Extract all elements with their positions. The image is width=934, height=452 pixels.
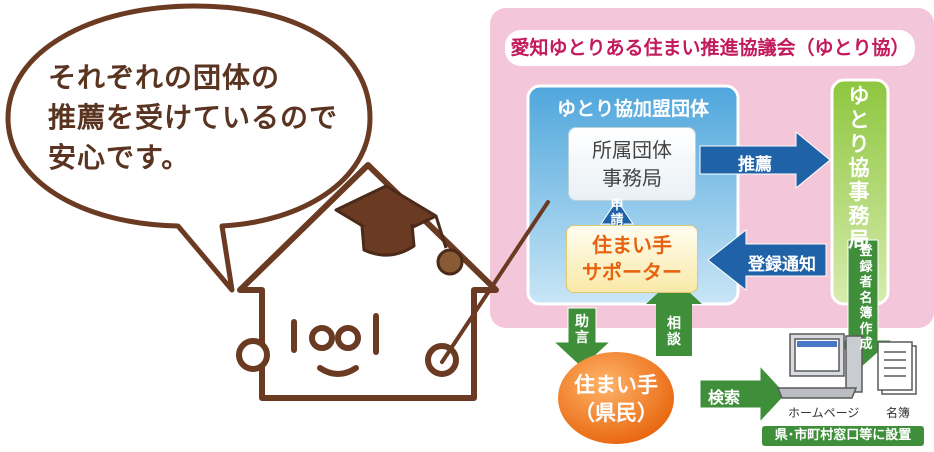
office-box: 所属団体 事務局 [568,127,696,201]
resident-line: 住まい手 [574,373,658,397]
member-groups-title: ゆとり協加盟団体 [556,98,709,120]
house-mascot [236,162,499,401]
registry-label: 登録者名簿作成 [859,244,873,352]
speech-bubble-shape [5,3,373,293]
recommend-arrow [699,130,831,190]
speech-line: それぞれの団体の [48,61,281,94]
notify-arrow [707,228,827,292]
install-note: 県･市町村窓口等に設置 [762,426,924,446]
homepage-label: ホームページ [788,406,860,420]
secretariat-label: ゆとり協事務局 [848,84,870,252]
recommend-label: 推薦 [738,155,772,175]
speech-line: 安心です。 [48,141,191,174]
office-label: 事務局 [602,166,662,190]
computer-icon [776,333,863,399]
resident-label: 住まい手 （県民） [560,358,672,440]
apply-label: 申請 [610,198,624,228]
advice-label: 助言 [575,314,589,346]
search-arrow [699,364,787,424]
roster-document-icon [877,341,917,395]
speech-line: 推薦を受けているので [48,101,339,134]
pointer-stick [440,200,550,364]
supporter-label: サポーター [582,260,682,284]
speech-bubble-text: それぞれの団体の 推薦を受けているので 安心です。 [48,58,348,178]
resident-line: （県民） [574,401,658,425]
resident-circle [558,352,674,444]
search-label: 検索 [708,388,741,407]
supporter-label: 住まい手 [592,233,672,257]
graduation-cap [334,184,464,276]
office-label: 所属団体 [592,138,672,162]
roster-label: 名簿 [886,406,911,420]
notify-label: 登録通知 [748,255,816,275]
consult-label: 相談 [667,316,681,348]
council-title: 愛知ゆとりある住まい推進協議会（ゆとり協） [505,30,915,66]
supporter-box: 住まい手 サポーター [566,225,698,293]
